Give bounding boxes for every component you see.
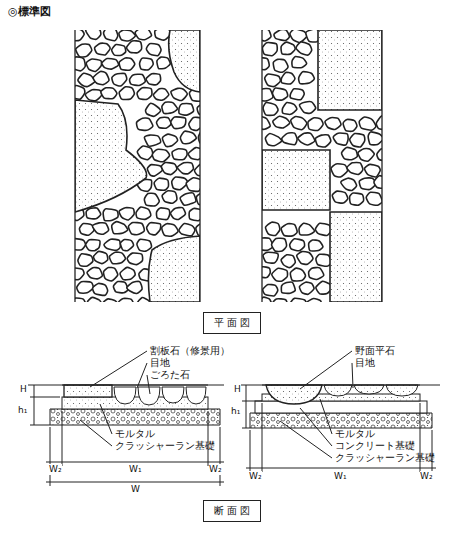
plan-edges bbox=[75, 30, 382, 302]
material-label: モルタル bbox=[335, 428, 375, 440]
material-label: モルタル bbox=[115, 428, 155, 440]
plan-view-right bbox=[262, 30, 382, 302]
material-label: クラッシャーラン基礎 bbox=[335, 452, 435, 464]
material-label: 目地 bbox=[150, 357, 170, 369]
material-label: 割板石（修景用） bbox=[150, 345, 230, 357]
section-right bbox=[240, 351, 440, 472]
diagram-title: ◎標準図 bbox=[8, 4, 51, 19]
plan-view-left bbox=[75, 30, 200, 302]
dimension-label: H bbox=[20, 384, 27, 395]
dimension-label: W₁ bbox=[129, 464, 142, 475]
dimension-label: W bbox=[131, 484, 140, 495]
material-label: 野面平石 bbox=[355, 345, 395, 357]
dimension-label: W₁ bbox=[334, 471, 347, 482]
dimension-label: h₁ bbox=[231, 406, 240, 417]
box-label: 平 面 図 bbox=[214, 316, 250, 330]
box-label: 断 面 図 bbox=[214, 504, 250, 518]
dimension-label: W₂ bbox=[49, 464, 62, 475]
material-label: ごろた石 bbox=[150, 369, 190, 381]
dimension-label: W₂ bbox=[209, 464, 222, 475]
section-left bbox=[28, 351, 224, 486]
material-label: クラッシャーラン基礎 bbox=[115, 440, 215, 452]
material-label: 目地 bbox=[355, 357, 375, 369]
view-caption-box: 平 面 図 bbox=[203, 312, 261, 334]
dimension-label: H bbox=[234, 384, 241, 395]
dimension-label: h₁ bbox=[18, 405, 27, 416]
view-caption-box: 断 面 図 bbox=[203, 500, 261, 522]
dimension-label: W₂ bbox=[249, 471, 262, 482]
dimension-label: W₂ bbox=[420, 471, 433, 482]
material-label: コンクリート基礎 bbox=[335, 440, 415, 452]
